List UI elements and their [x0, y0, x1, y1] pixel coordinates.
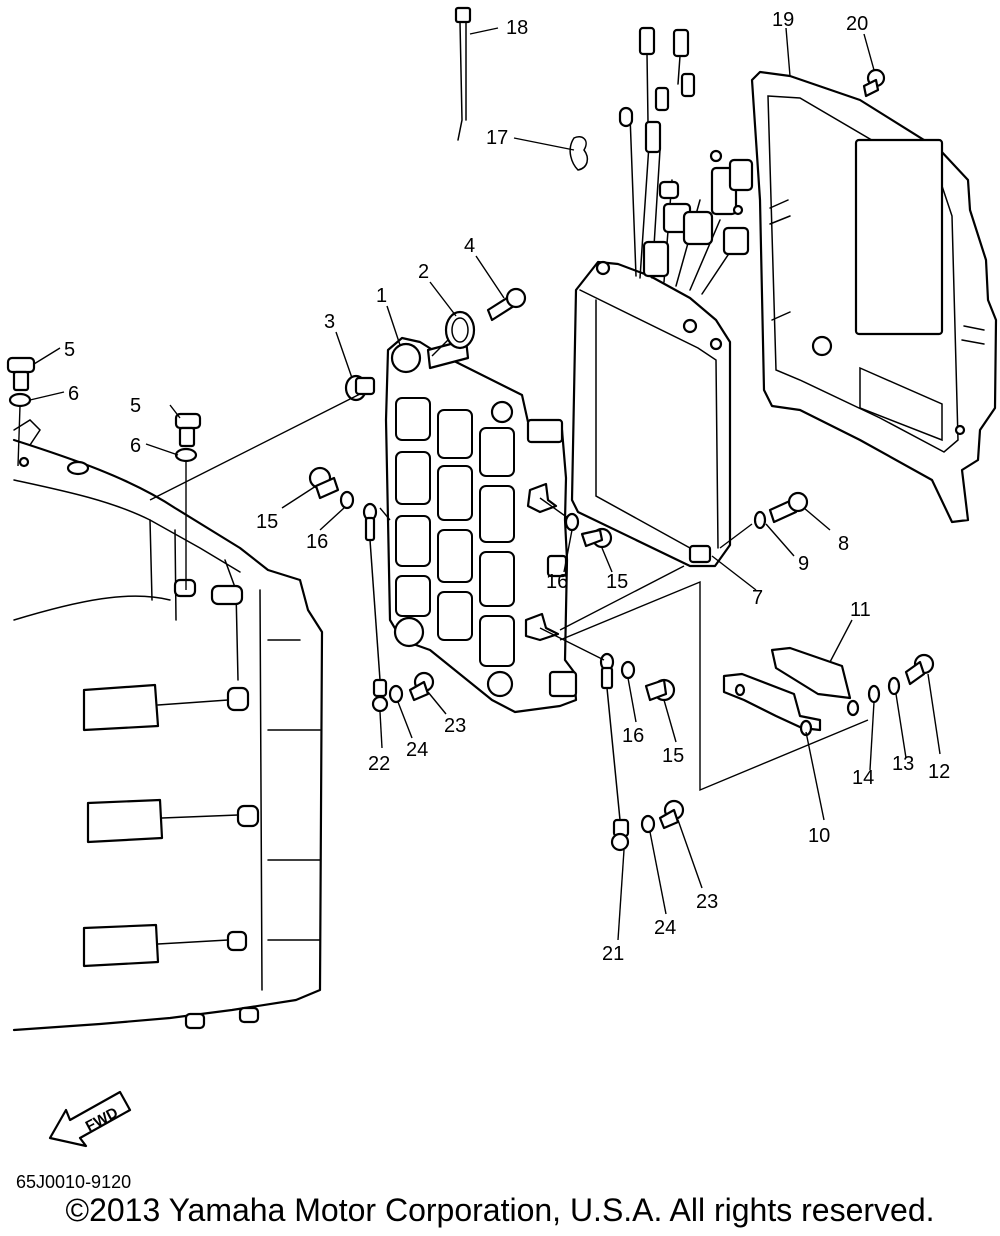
callout-19: 19 — [772, 9, 794, 31]
hardware — [6, 6, 935, 852]
leader-lines — [29, 27, 941, 941]
fwd-arrow-icon: FWD — [48, 1090, 132, 1148]
callout-21: 21 — [602, 943, 624, 965]
callout-labels: 1 2 3 4 5 5 6 6 7 8 9 10 11 12 13 14 15 … — [64, 9, 950, 965]
callout-16b: 16 — [546, 571, 568, 593]
callout-2: 2 — [418, 261, 429, 283]
callout-16a: 16 — [306, 531, 328, 553]
callout-18: 18 — [506, 17, 528, 39]
callout-6a: 6 — [68, 383, 79, 405]
ecu-cover — [750, 70, 998, 524]
callout-24a: 24 — [406, 739, 428, 761]
callout-11: 11 — [850, 599, 871, 621]
callout-15a: 15 — [256, 511, 278, 533]
callout-6b: 6 — [130, 435, 141, 457]
ecu-unit — [570, 26, 754, 568]
callout-13: 13 — [892, 753, 914, 775]
small-brackets — [722, 646, 860, 737]
callout-9: 9 — [798, 553, 809, 575]
callout-1: 1 — [376, 285, 387, 307]
callout-10: 10 — [808, 825, 830, 847]
callout-5a: 5 — [64, 339, 75, 361]
callout-24b: 24 — [654, 917, 676, 939]
callout-17: 17 — [486, 127, 508, 149]
copyright-notice: ©2013 Yamaha Motor Corporation, U.S.A. A… — [65, 1192, 935, 1228]
engine-block — [12, 419, 324, 1032]
drawing-code: 65J0010-9120 — [16, 1172, 132, 1192]
callout-3: 3 — [324, 311, 335, 333]
callout-20: 20 — [846, 13, 868, 35]
mounting-bracket — [384, 336, 578, 714]
callout-4: 4 — [464, 235, 475, 257]
callout-8: 8 — [838, 533, 849, 555]
callout-23b: 23 — [696, 891, 718, 913]
assembly-lines — [17, 339, 869, 792]
callout-16c: 16 — [622, 725, 644, 747]
callout-15b: 15 — [606, 571, 628, 593]
callout-7: 7 — [752, 587, 763, 609]
callout-12: 12 — [928, 761, 950, 783]
callout-15c: 15 — [662, 745, 684, 767]
callout-5b: 5 — [130, 395, 141, 417]
callout-23a: 23 — [444, 715, 466, 737]
callout-14: 14 — [852, 767, 874, 789]
callout-22: 22 — [368, 753, 390, 775]
